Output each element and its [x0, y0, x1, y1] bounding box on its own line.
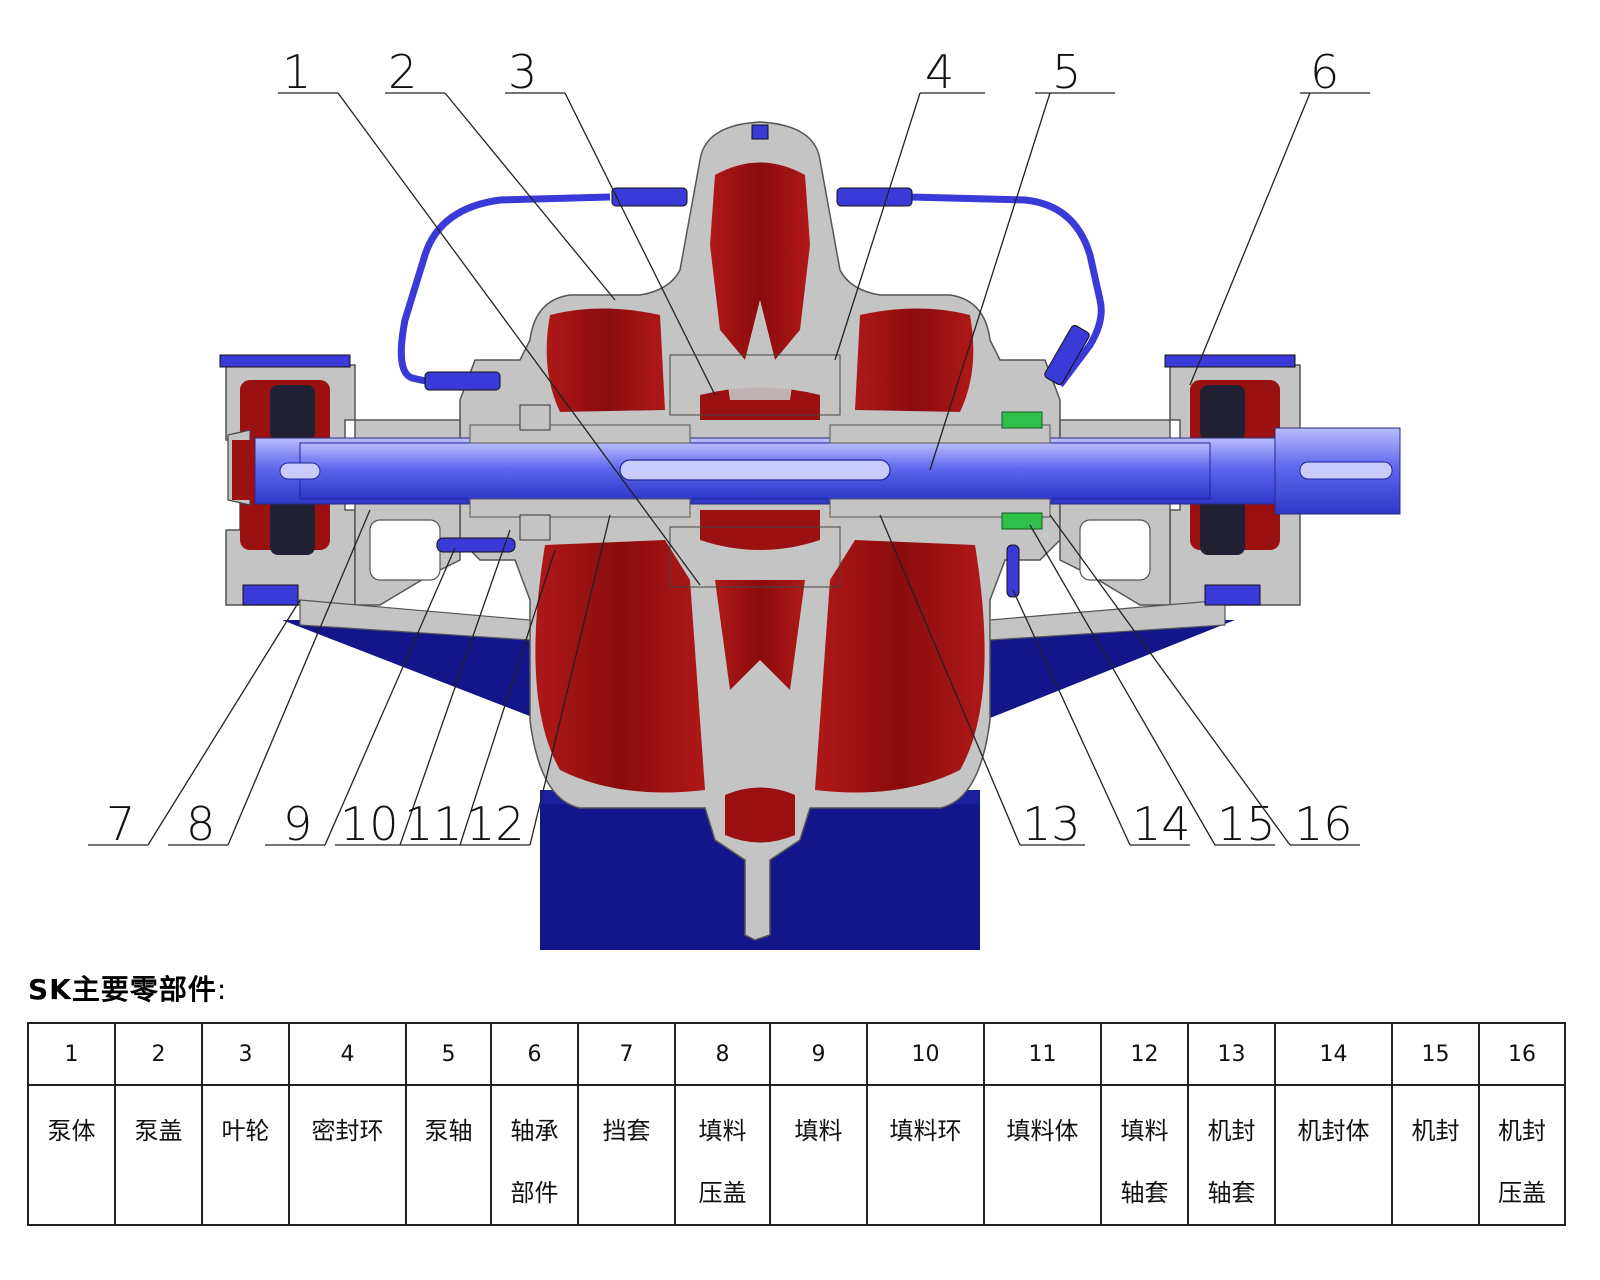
pump-cross-section-diagram: 1 2 3 4 5 6 7 8 9 10 11 12 13 14 15 16: [88, 45, 1401, 950]
callout-16: 16: [1294, 797, 1353, 851]
part-number-cell: 3: [201, 1022, 290, 1086]
callout-13: 13: [1022, 797, 1081, 851]
part-number-cell: 5: [405, 1022, 492, 1086]
callout-5: 5: [1052, 45, 1081, 99]
callout-8: 8: [186, 797, 215, 851]
part-number-cell: 16: [1478, 1022, 1566, 1086]
part-number-cell: 14: [1274, 1022, 1393, 1086]
part-name-cell: 机封 轴套: [1187, 1084, 1276, 1226]
parts-list-title-colon: :: [216, 973, 228, 1006]
callout-4: 4: [925, 45, 954, 99]
part-number-cell: 4: [288, 1022, 407, 1086]
part-number-cell: 2: [114, 1022, 203, 1086]
callout-11: 11: [404, 797, 463, 851]
part-name-cell: 填料体: [983, 1084, 1102, 1226]
callout-labels: 1 2 3 4 5 6 7 8 9 10 11 12 13 14 15 16: [106, 45, 1353, 851]
part-name-cell: 填料 压盖: [674, 1084, 771, 1226]
part-name-cell: 机封体: [1274, 1084, 1393, 1226]
parts-list-title: SK主要零部件:: [28, 968, 227, 1008]
part-name-cell: 泵轴: [405, 1084, 492, 1226]
part-number-cell: 6: [490, 1022, 579, 1086]
part-name-cell: 轴承 部件: [490, 1084, 579, 1226]
part-name-cell: 填料环: [866, 1084, 985, 1226]
part-name-cell: 密封环: [288, 1084, 407, 1226]
part-name-cell: 泵体: [27, 1084, 116, 1226]
part-number-cell: 9: [769, 1022, 868, 1086]
callout-7: 7: [106, 797, 135, 851]
part-number-cell: 7: [577, 1022, 676, 1086]
part-name-cell: 填料 轴套: [1100, 1084, 1189, 1226]
parts-list-title-text: SK主要零部件: [28, 973, 217, 1006]
part-number-cell: 8: [674, 1022, 771, 1086]
callout-10: 10: [340, 797, 399, 851]
part-name-cell: 机封 压盖: [1478, 1084, 1566, 1226]
seal-details: [436, 354, 1043, 598]
part-name-cell: 叶轮: [201, 1084, 290, 1226]
callout-6: 6: [1310, 45, 1339, 99]
part-number-cell: 13: [1187, 1022, 1276, 1086]
callout-3: 3: [508, 45, 537, 99]
part-number-cell: 1: [27, 1022, 116, 1086]
callout-2: 2: [388, 45, 417, 99]
parts-name-row: 泵体泵盖叶轮密封环泵轴轴承 部件挡套填料 压盖填料填料环填料体填料 轴套机封 轴…: [27, 1084, 1566, 1226]
callout-14: 14: [1132, 797, 1191, 851]
callout-1: 1: [282, 45, 311, 99]
balance-pipe: [397, 124, 1105, 391]
part-name-cell: 挡套: [577, 1084, 676, 1226]
part-number-cell: 10: [866, 1022, 985, 1086]
callout-9: 9: [283, 797, 312, 851]
part-name-cell: 填料: [769, 1084, 868, 1226]
flow-passages: [535, 162, 985, 843]
part-number-cell: 15: [1391, 1022, 1480, 1086]
pump-shaft: [254, 424, 1401, 518]
part-name-cell: 机封: [1391, 1084, 1480, 1226]
callout-15: 15: [1217, 797, 1276, 851]
callout-12: 12: [466, 797, 525, 851]
leader-lines: [88, 92, 1370, 846]
part-name-cell: 泵盖: [114, 1084, 203, 1226]
part-number-cell: 11: [983, 1022, 1102, 1086]
part-number-cell: 12: [1100, 1022, 1189, 1086]
